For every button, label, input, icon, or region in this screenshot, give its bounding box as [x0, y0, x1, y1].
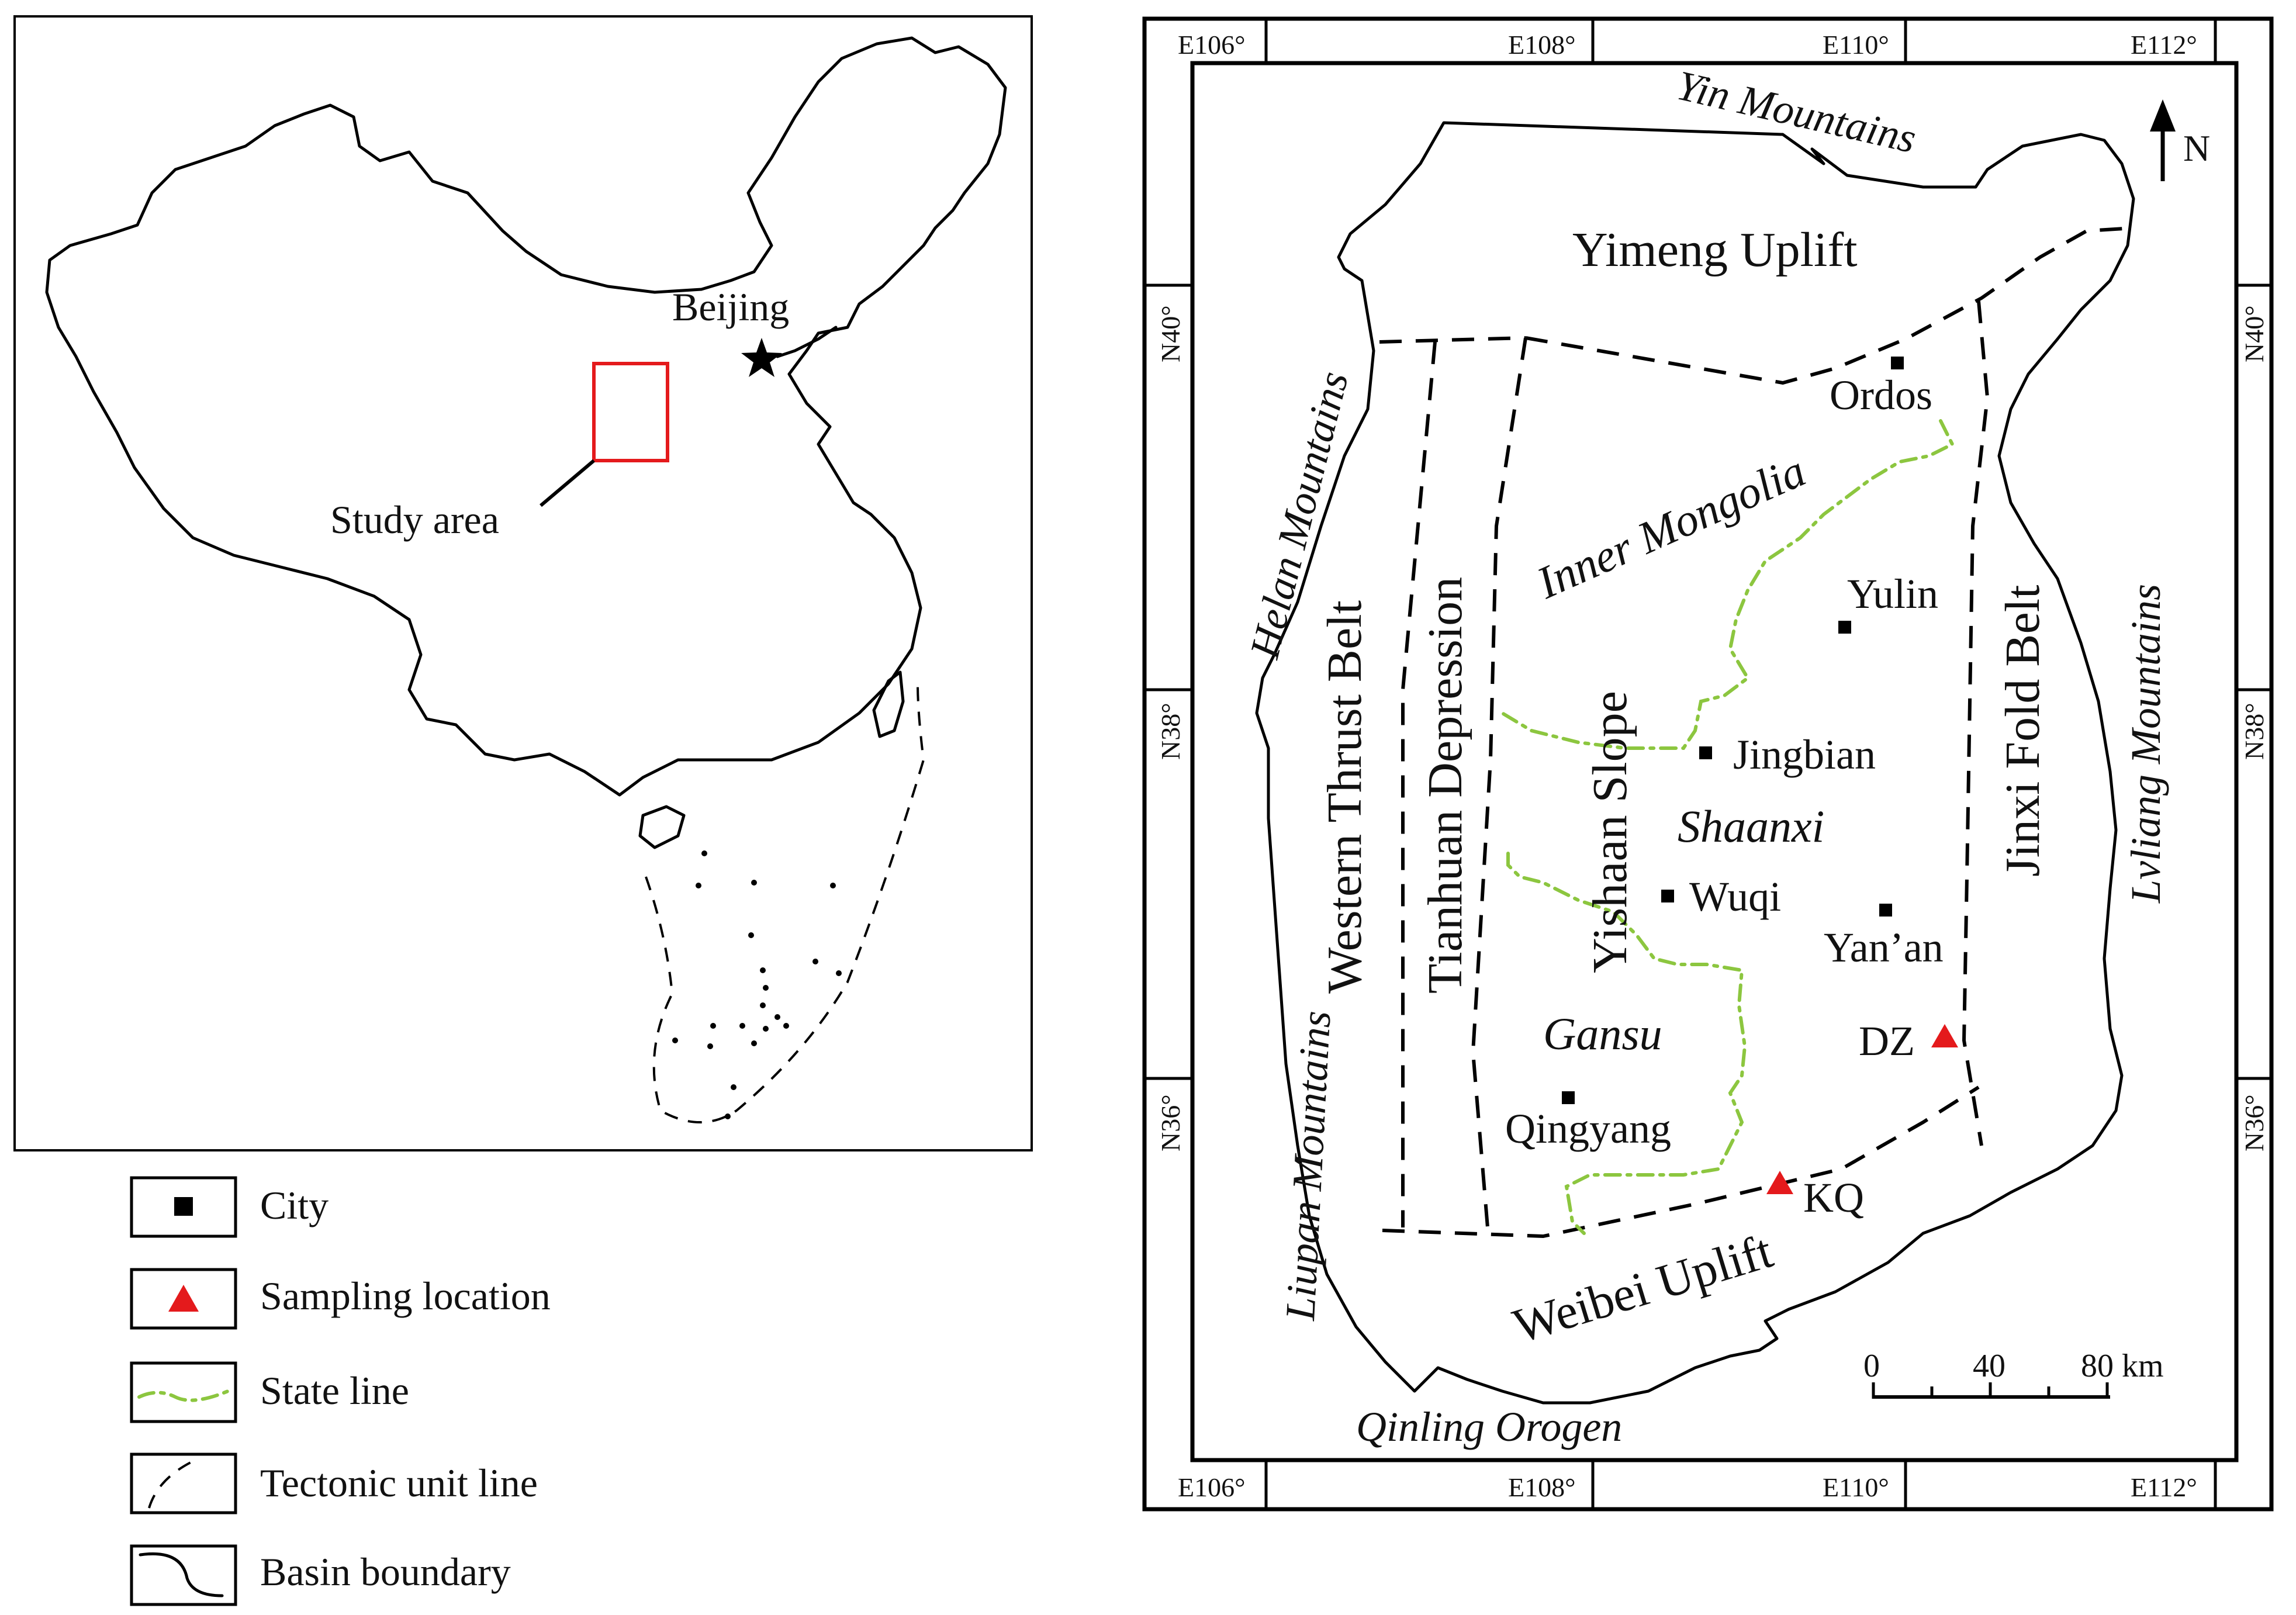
unit-yishaan-slope: Yishaan Slope [1583, 691, 1637, 973]
province-inner-mongolia: Inner Mongolia [1529, 445, 1813, 608]
lat-label-right-40: N40° [2239, 305, 2269, 362]
scale-label-80km: 80 km [2081, 1348, 2164, 1384]
legend-sampling-label: Sampling location [260, 1274, 551, 1318]
legend-tectonic-label: Tectonic unit line [260, 1461, 538, 1505]
bohai-bay-coast [776, 326, 838, 358]
legend-city-label: City [260, 1183, 329, 1227]
mountain-qinling-orogen: Qinling Orogen [1356, 1403, 1622, 1450]
lon-label-top-106: E106° [1178, 30, 1246, 60]
city-marker-qingyang [1562, 1091, 1575, 1104]
province-shaanxi: Shaanxi [1678, 801, 1824, 852]
city-label-yanan: Yan’an [1824, 924, 1944, 971]
legend: City Sampling location State line Tecton… [130, 1176, 551, 1606]
city-label-jingbian: Jingbian [1733, 731, 1876, 778]
scale-bar [1872, 1382, 2110, 1399]
lat-label-left-36: N36° [1156, 1094, 1185, 1151]
city-label-yulin: Yulin [1847, 570, 1938, 617]
lon-label-bottom-108: E108° [1508, 1472, 1576, 1502]
lat-label-right-36: N36° [2239, 1094, 2269, 1151]
unit-western-thrust-belt: Western Thrust Belt [1318, 600, 1372, 994]
lon-label-top-110: E110° [1823, 30, 1889, 60]
legend-tectonic-box [130, 1453, 237, 1514]
province-gansu: Gansu [1543, 1008, 1662, 1059]
legend-state-box [130, 1361, 237, 1423]
lat-label-left-38: N38° [1156, 703, 1185, 760]
basin-map-outer-frame [1142, 16, 2274, 1512]
legend-state-label: State line [260, 1368, 409, 1413]
state-line [1500, 419, 1955, 1235]
north-label: N [2183, 127, 2210, 169]
taiwan-island [872, 670, 905, 738]
tectonic-unit-lines [1379, 226, 2134, 1239]
city-label-ordos: Ordos [1830, 372, 1932, 419]
green-dash-dot-line-icon [137, 1389, 230, 1402]
beijing-star-icon [741, 338, 782, 377]
study-area-label: Study area [330, 497, 499, 542]
legend-sampling-box [130, 1268, 237, 1330]
south-china-sea-islands [672, 850, 842, 1119]
unit-yimeng-uplift: Yimeng Uplift [1572, 223, 1858, 277]
mountain-yin: Yin Mountains [1672, 62, 1920, 162]
city-marker-jingbian [1699, 746, 1712, 759]
city-label-wuqi: Wuqi [1689, 873, 1781, 920]
lon-label-bottom-112: E112° [2131, 1472, 2197, 1502]
hainan-island [638, 805, 686, 849]
legend-basin-label: Basin boundary [260, 1550, 511, 1594]
city-square-icon [174, 1197, 193, 1216]
dashed-line-icon [148, 1460, 193, 1509]
longitude-ticks [1264, 19, 2217, 1509]
beijing-label: Beijing [672, 285, 789, 329]
south-china-sea-boundary [645, 683, 925, 1123]
overview-map: Beijing Study area [13, 15, 1033, 1151]
lon-label-top-108: E108° [1508, 30, 1576, 60]
city-marker-wuqi [1661, 890, 1674, 902]
city-marker-ordos [1891, 357, 1904, 369]
scale-label-40: 40 [1973, 1348, 2005, 1384]
lon-label-bottom-110: E110° [1823, 1472, 1889, 1502]
china-outline [45, 36, 1007, 797]
city-marker-yanan [1879, 904, 1892, 917]
solid-curve-icon [139, 1552, 224, 1597]
lat-label-left-40: N40° [1156, 305, 1185, 362]
city-label-qingyang: Qingyang [1505, 1105, 1671, 1152]
city-marker-yulin [1838, 621, 1851, 634]
lon-label-top-112: E112° [2131, 30, 2197, 60]
basin-map-inner-frame [1190, 61, 2239, 1462]
lat-label-right-38: N38° [2239, 703, 2269, 760]
mountain-lvliang: Lvliang Mountains [2122, 584, 2169, 904]
unit-weibei-uplift: Weibei Uplift [1507, 1223, 1779, 1354]
latitude-ticks [1144, 283, 2271, 1080]
lon-label-bottom-106: E106° [1178, 1472, 1246, 1502]
study-area-leader-line [540, 459, 595, 507]
legend-city-box [130, 1176, 237, 1238]
study-area-box [592, 362, 669, 462]
north-arrow-icon [2150, 99, 2176, 181]
overview-map-frame [13, 15, 1033, 1151]
scale-label-0: 0 [1863, 1348, 1880, 1384]
unit-tianhuan-depression: Tianhuan Depression [1418, 577, 1472, 994]
basin-map: E106° E108° E110° E112° E106° E108° E110… [1142, 16, 2274, 1512]
sample-marker-kq [1766, 1171, 1793, 1194]
sample-label-kq: KQ [1803, 1174, 1864, 1221]
sample-label-dz: DZ [1859, 1018, 1915, 1064]
red-triangle-icon [168, 1285, 199, 1312]
legend-basin-box [130, 1544, 237, 1606]
unit-jinxi-fold-belt: Jinxi Fold Belt [1996, 585, 2050, 877]
basin-boundary [1255, 121, 2135, 1405]
sample-marker-dz [1931, 1024, 1958, 1047]
